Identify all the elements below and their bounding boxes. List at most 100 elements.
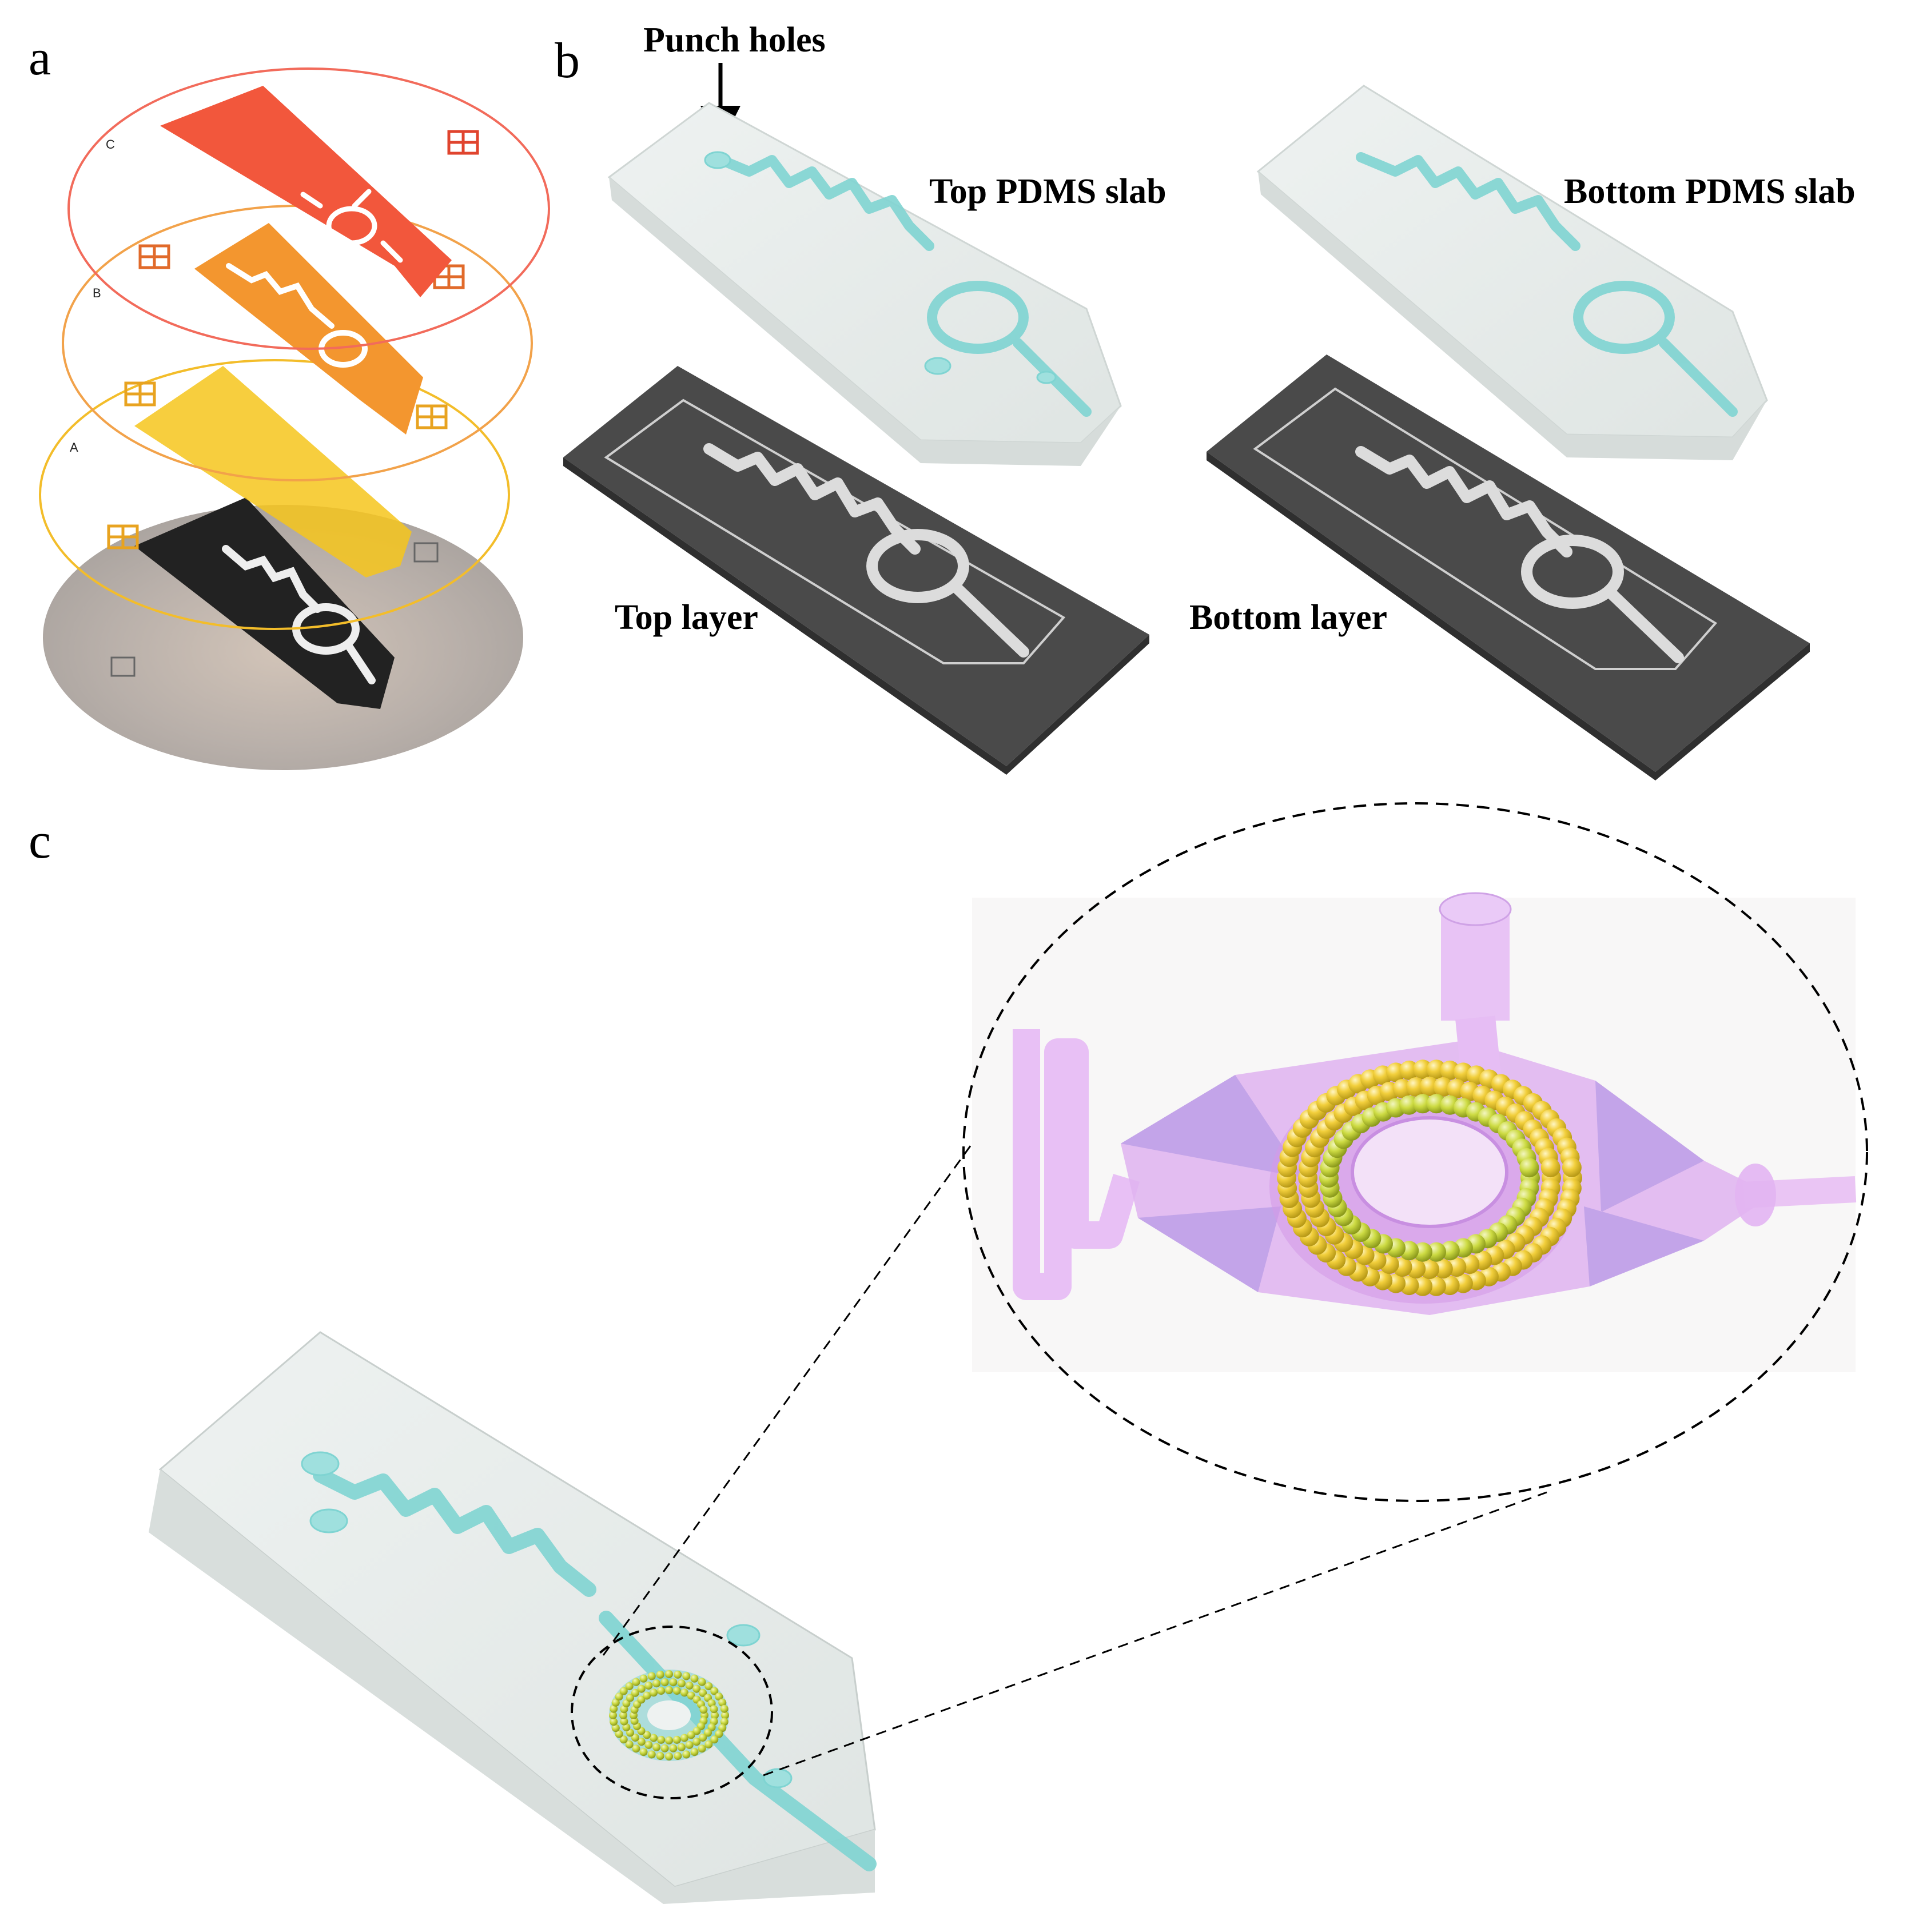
bead [631,1688,639,1697]
bead [609,1711,617,1719]
bead [1433,1259,1453,1278]
top-pdms-slab-label: Top PDMS slab [929,172,1167,211]
bead [626,1694,634,1702]
inlet-serpentine [1013,1029,1140,1300]
panel-b-label: b [555,33,580,89]
bead [665,1670,673,1678]
bead [690,1748,699,1756]
bottom-pdms-slab [1256,85,1768,460]
bead [687,1731,695,1739]
layer-c-marks [447,130,479,155]
bead [619,1687,628,1695]
bead [1420,1260,1439,1279]
bead [657,1735,666,1744]
bottom-layer-mold [1207,354,1810,780]
bead [1406,1077,1426,1097]
zoom-outline [962,802,1868,1502]
bead [704,1728,712,1737]
bead [704,1682,713,1691]
layer-a-mask [134,366,412,577]
panel-a: a A B [29,30,550,770]
bead [704,1740,713,1748]
bead [721,1711,729,1719]
bead [718,1698,727,1707]
bead [718,1724,727,1732]
bead [1420,1077,1439,1096]
bead [680,1688,688,1697]
layer-a-letter: A [70,440,78,455]
bead [660,1744,669,1752]
bead [690,1674,699,1683]
top-pdms-slab [607,102,1122,466]
bead [699,1706,708,1714]
bead [687,1691,695,1700]
bead [669,1678,678,1687]
bead [672,1735,681,1744]
zoom-connector-upper [602,1143,973,1656]
bead [656,1752,664,1760]
bead [647,1672,656,1680]
bead [637,1684,646,1693]
bead [615,1730,623,1738]
chamber-center-hole [1351,1116,1508,1228]
bead [619,1711,627,1719]
bottom-layer-label: Bottom layer [1189,598,1387,637]
bead [639,1674,648,1683]
bead [710,1705,718,1714]
bead [660,1678,669,1687]
bead [665,1752,673,1760]
layer-b-letter: B [93,286,101,300]
bead [692,1727,701,1735]
bead [1413,1094,1432,1114]
bead [631,1734,639,1742]
bead [699,1734,707,1742]
panel-b: b Punch holes Top PDMS slab [555,21,1856,780]
bead [720,1704,728,1713]
top-layer-label: Top layer [615,598,758,637]
panel-c: c [29,802,1868,1904]
bead [656,1670,664,1679]
bead [619,1735,628,1744]
bead [682,1672,691,1680]
layer-c-channel [300,189,403,263]
bead [685,1740,694,1749]
bead [610,1718,618,1726]
bead [1427,1242,1446,1262]
bead [720,1718,728,1726]
bead [682,1750,691,1759]
bead [639,1748,648,1756]
punch-holes-label: Punch holes [643,21,826,59]
bead [1562,1157,1582,1177]
panel-a-label: a [29,30,51,86]
bead [632,1678,640,1686]
bead [611,1724,620,1732]
bead [677,1743,686,1751]
bead [711,1711,719,1719]
bead [1519,1158,1539,1178]
bead [620,1717,628,1726]
bead [625,1740,634,1748]
bead [657,1687,666,1695]
bead [715,1692,723,1701]
zoom-bead-ring [1277,1059,1582,1296]
bead [685,1682,694,1690]
bead [652,1743,661,1751]
bead [1426,1276,1446,1296]
bead [625,1682,634,1691]
bead [1540,1158,1560,1178]
bead [1413,1059,1433,1079]
layer-c-ring [67,67,550,350]
zoom-source-circle [571,1626,773,1799]
bottom-pdms-slab-label: Bottom PDMS slab [1564,172,1856,211]
bead [650,1734,658,1742]
device-slab [149,1331,877,1904]
layer-a-marks [107,381,448,549]
wafer-pattern [134,497,395,709]
bead [610,1704,618,1713]
bead [715,1730,723,1738]
bead [698,1744,706,1753]
bead [692,1684,701,1693]
bead [644,1740,653,1749]
layer-a-ring [39,359,510,630]
